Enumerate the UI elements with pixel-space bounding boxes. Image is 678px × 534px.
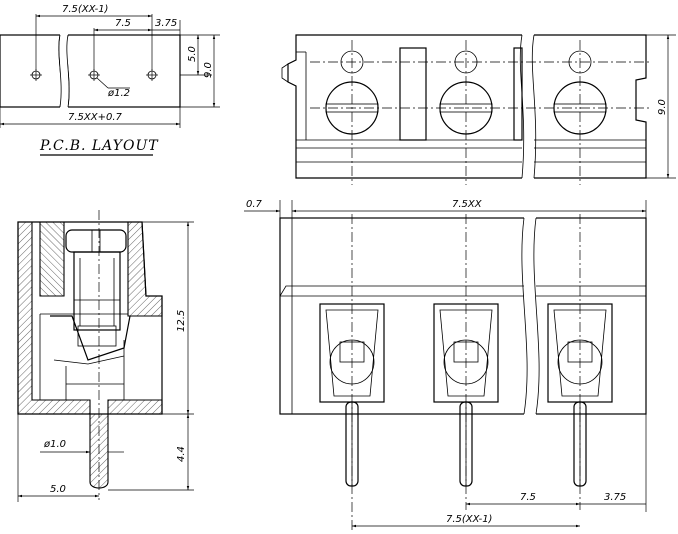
side-screw-shaft xyxy=(73,251,121,331)
front-dim-span: 7.5(XX-1) xyxy=(446,514,492,525)
side-screw-head xyxy=(65,229,127,253)
side-dim-44: 4.4 xyxy=(176,446,187,462)
pcb-dim-pitch: 7.5 xyxy=(115,18,131,29)
pcb-dim-50: 5.0 xyxy=(187,46,198,62)
pcb-outline xyxy=(0,34,181,108)
pcb-layout-view: 7.5(XX-1) 7.5 3.75 5.0 9.0 ø1.2 7.5XX+0.… xyxy=(0,4,220,156)
front-body xyxy=(279,217,647,415)
pcb-dim-total: 7.5XX+0.7 xyxy=(68,112,123,123)
pcb-title: P.C.B. LAYOUT xyxy=(39,138,159,154)
front-dim-width: 7.5XX xyxy=(452,199,483,210)
pcb-dim-90: 9.0 xyxy=(203,62,214,78)
side-dim-pin: ø1.0 xyxy=(43,439,66,450)
front-view: 0.7 7.5XX 7.5 3.75 7.5(XX-1) xyxy=(244,199,647,530)
pcb-dim-hole: ø1.2 xyxy=(107,88,130,99)
side-dim-125: 12.5 xyxy=(176,310,187,332)
side-clamp xyxy=(50,315,131,361)
pcb-dim-top: 7.5(XX-1) xyxy=(62,4,108,15)
side-dim-50: 5.0 xyxy=(50,484,66,495)
front-dim-half: 3.75 xyxy=(604,492,626,503)
side-view: 12.5 4.4 ø1.0 5.0 xyxy=(17,210,194,502)
top-view: 9.0 xyxy=(281,33,676,185)
pcb-dim-half: 3.75 xyxy=(155,18,177,29)
top-separator xyxy=(399,47,427,141)
front-dim-pitch: 7.5 xyxy=(520,492,536,503)
front-dim-07: 0.7 xyxy=(246,199,263,210)
top-view-body xyxy=(287,34,647,179)
top-dim-height: 9.0 xyxy=(657,99,668,115)
